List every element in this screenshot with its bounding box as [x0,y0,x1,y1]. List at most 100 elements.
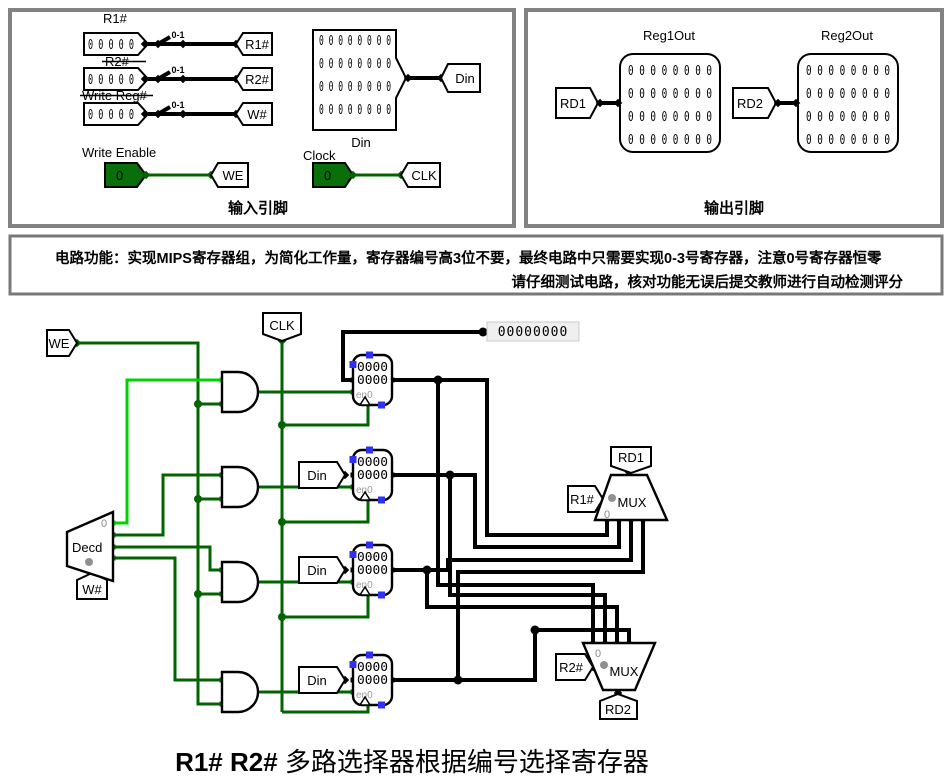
pin-bits-r2[interactable]: 0 0 0 0 0 [88,73,134,88]
input-pin-clock[interactable] [312,162,355,188]
reg1out-row: 0 0 0 0 0 0 0 0 [628,64,712,79]
wire-reg3-mux1 [456,521,645,680]
tunnel-din [298,461,347,489]
junction [278,421,286,429]
register-0[interactable]: 0000 0000 en0 [349,351,394,409]
selection-handle [349,456,357,463]
junction [194,495,202,503]
decoder [65,510,115,583]
output-panel: 输出引脚 Reg1Out 0 0 0 0 0 0 0 0 0 0 0 0 0 0… [524,8,944,228]
din-bits-row[interactable]: 0 0 0 0 0 0 0 0 [319,57,391,72]
tunnel-rd1 [555,87,600,119]
and-gate [220,560,260,604]
input-panel-caption: 输入引脚 [228,199,288,217]
probe-value: 00000000 [498,325,569,340]
register-value-row2: 0000 [357,373,388,387]
register-en-label: en0 [356,485,373,496]
wire-dec-out1 [113,473,222,537]
tunnel-r1 [234,32,273,56]
reg2out-row: 0 0 0 0 0 0 0 0 [806,64,890,79]
tunnel-rd2 [599,692,638,720]
selection-handle [366,351,373,359]
wire-node [140,39,150,49]
mux2-sel-value: 0 [595,648,601,660]
wire-clk-branch [282,405,370,427]
output-panel-border [524,8,944,228]
note-border [8,234,944,296]
splitter-label: 0-1 [171,100,184,110]
reg1out-row: 0 0 0 0 0 0 0 0 [628,133,712,148]
wire-node [153,109,163,119]
junction [445,470,455,480]
mux1 [593,473,669,522]
splitter-label: 0-1 [171,65,184,75]
din-bits-row[interactable]: 0 0 0 0 0 0 0 0 [319,80,391,95]
clock-value[interactable]: 0 [324,168,331,183]
and-gate [220,670,260,714]
clock-triangle-icon [358,585,372,596]
tunnel-clk [262,312,302,343]
register-value-row1: 0000 [357,660,388,674]
probe [486,321,580,342]
junction [478,327,488,337]
reg2out-label: Reg2Out [821,28,873,43]
wire-reg2-mux2 [425,570,619,642]
register-2[interactable]: 0000 0000 en0 [349,541,394,599]
junction [530,625,540,635]
selection-handle [349,551,357,558]
tunnel-din-label: Din [307,673,327,688]
selection-handle [366,446,373,454]
write-enable-value[interactable]: 0 [116,168,123,183]
input-pin-wreg[interactable] [83,102,150,126]
din-bits-row[interactable]: 0 0 0 0 0 0 0 0 [319,103,391,118]
decoder-label: Decd [72,540,102,555]
tunnel-rd1 [610,446,652,475]
selection-handle [349,661,357,668]
register-value-row2: 0000 [357,673,388,687]
wire-node [153,39,163,49]
wire-node [140,74,150,84]
reg1out-label: Reg1Out [643,28,695,43]
wire-node [178,39,188,49]
tunnel-r2 [234,67,273,91]
wire-dec-out2 [113,545,222,572]
register-en-label: en0 [356,580,373,591]
decoder-select-dot [85,558,93,566]
wire-reg1-mux2 [448,475,607,642]
mux1-select-dot [608,494,616,502]
wire-node [348,170,358,180]
tunnel-r1-label: R1# [570,492,595,507]
reg2out-row: 0 0 0 0 0 0 0 0 [806,133,890,148]
tunnel-we [209,162,249,188]
register-value-row1: 0000 [357,360,388,374]
tunnel-r2-label: R2# [559,660,584,675]
selection-handle [378,591,385,599]
tunnel-we-label: WE [223,168,244,183]
pin-bits-wreg[interactable]: 0 0 0 0 0 [88,108,134,123]
tunnel-rd1-label: RD1 [560,96,586,111]
tunnel-wnum-label: W# [82,582,102,597]
din-bits-row[interactable]: 0 0 0 0 0 0 0 0 [319,34,391,49]
register-en-label: en0 [356,390,373,401]
input-pin-write-enable[interactable] [104,162,148,188]
input-pin-din[interactable] [312,29,408,131]
clock-label: Clock [303,148,336,163]
splitter-label: 0-1 [171,30,184,40]
mux1-sel-value: 0 [604,509,610,521]
mux2 [581,641,657,692]
register-1[interactable]: 0000 0000 en0 [349,446,394,504]
register-3[interactable]: 0000 0000 en0 [349,651,394,709]
wire-node [178,74,188,84]
input-pin-r1[interactable] [83,32,150,56]
tunnel-w-label: W# [247,107,267,122]
junction [194,590,202,598]
reg1out-row: 0 0 0 0 0 0 0 0 [628,110,712,125]
junction [433,375,443,385]
tunnel-r2 [555,653,595,681]
pin-bits-r1[interactable]: 0 0 0 0 0 [88,38,134,53]
tunnel-r1-label: R1# [245,37,270,52]
input-pin-r2[interactable] [83,67,150,91]
register-value-row2: 0000 [357,563,388,577]
and-gate [220,370,260,414]
